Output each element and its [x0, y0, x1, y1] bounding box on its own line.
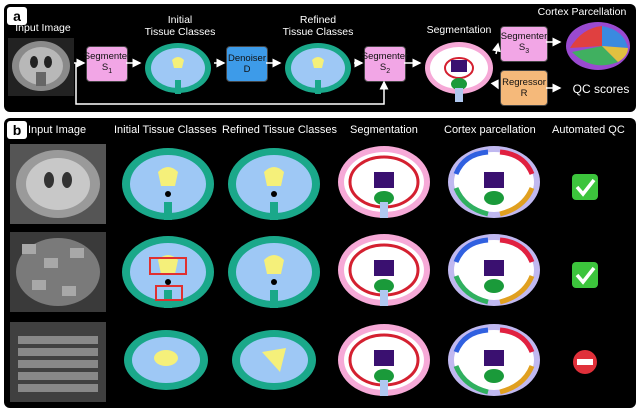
segmenter-s1-line2: S1	[102, 62, 112, 77]
initial-tissue-label-2: Tissue Classes	[144, 26, 216, 38]
row-3	[10, 322, 540, 402]
regressor-line2: R	[520, 88, 528, 99]
segmenter-s3-line2: S3	[519, 42, 529, 57]
panel-b-tag: b	[7, 121, 27, 139]
row-1-refined-tissue	[228, 148, 320, 220]
segmenter-s1-box: Segmenter S1	[83, 46, 131, 82]
initial-tissue-label-1: Initial	[167, 14, 193, 26]
col-header-input-image: Input Image	[28, 124, 87, 136]
denoiser-box: Denoiser D	[226, 46, 268, 82]
col-header-refined-tissue: Refined Tissue Classes	[222, 124, 337, 136]
regressor-box: Regressor R	[500, 70, 548, 106]
cortex-parcellation-3d-thumbnail	[566, 22, 630, 70]
row-1	[10, 144, 540, 224]
denoiser-line1: Denoiser	[227, 53, 267, 64]
segmenter-s2-line1: Segmenter	[361, 51, 409, 63]
qc-fail-icon-row-3	[573, 350, 597, 374]
col-header-segmentation: Segmentation	[350, 124, 418, 136]
row-1-initial-tissue	[122, 148, 214, 220]
row-2-refined-tissue	[228, 236, 320, 308]
row-3-refined-tissue	[232, 330, 316, 390]
segmenter-s2-symbol: S	[379, 62, 387, 74]
segmenter-s3-sub: 3	[525, 47, 530, 55]
refined-tissue-thumbnail	[285, 43, 351, 94]
refined-tissue-label-2: Tissue Classes	[282, 26, 354, 38]
segmentation-label: Segmentation	[426, 24, 492, 36]
row-2-error-box-lower	[155, 285, 183, 301]
col-header-cortex-parcellation: Cortex parcellation	[444, 124, 536, 136]
row-1-segmentation	[336, 144, 432, 220]
refined-tissue-label-1: Refined	[299, 14, 337, 26]
qc-pass-icon-row-2	[572, 262, 598, 288]
segmenter-s3-box: Segmenter S3	[500, 26, 548, 62]
qc-scores-label: QC scores	[572, 82, 630, 96]
segmenter-s3-symbol: S	[518, 42, 526, 54]
segmenter-s1-symbol: S	[101, 62, 109, 74]
row-3-segmentation	[336, 322, 432, 398]
row-1-cortex-parcellation	[448, 146, 540, 218]
row-2-cortex-parcellation	[448, 234, 540, 306]
segmenter-s1-line1: Segmenter	[83, 51, 131, 63]
row-3-cortex-parcellation	[448, 324, 540, 396]
col-header-automated-qc: Automated QC	[552, 124, 625, 136]
row-2-segmentation	[336, 232, 432, 308]
denoiser-line2: D	[243, 64, 251, 75]
panel-a: a Input Image Initial Tissue Classes Ref…	[4, 4, 636, 112]
segmenter-s2-sub: 2	[386, 67, 391, 75]
segmenter-s2-line2: S2	[380, 62, 390, 77]
row-3-initial-tissue	[124, 330, 208, 390]
initial-tissue-thumbnail	[145, 43, 211, 94]
segmenter-s3-line1: Segmenter	[500, 31, 548, 43]
segmenter-s2-box: Segmenter S2	[361, 46, 409, 82]
row-2-initial-tissue	[122, 236, 214, 308]
row-2	[10, 232, 540, 312]
input-image-label: Input Image	[15, 22, 71, 34]
qc-pass-icon-row-1	[572, 174, 598, 200]
row-2-error-box-upper	[149, 257, 187, 275]
regressor-line1: Regressor	[502, 77, 546, 88]
col-header-initial-tissue: Initial Tissue Classes	[114, 124, 217, 136]
panel-b-grid	[10, 140, 598, 402]
cortex-parcellation-label: Cortex Parcellation	[537, 6, 627, 18]
input-image-thumbnail	[8, 38, 74, 96]
panel-a-arrows	[74, 37, 562, 105]
segmentation-thumbnail	[425, 42, 493, 102]
panel-a-tag: a	[7, 7, 27, 25]
segmenter-s1-sub: 1	[108, 67, 113, 75]
